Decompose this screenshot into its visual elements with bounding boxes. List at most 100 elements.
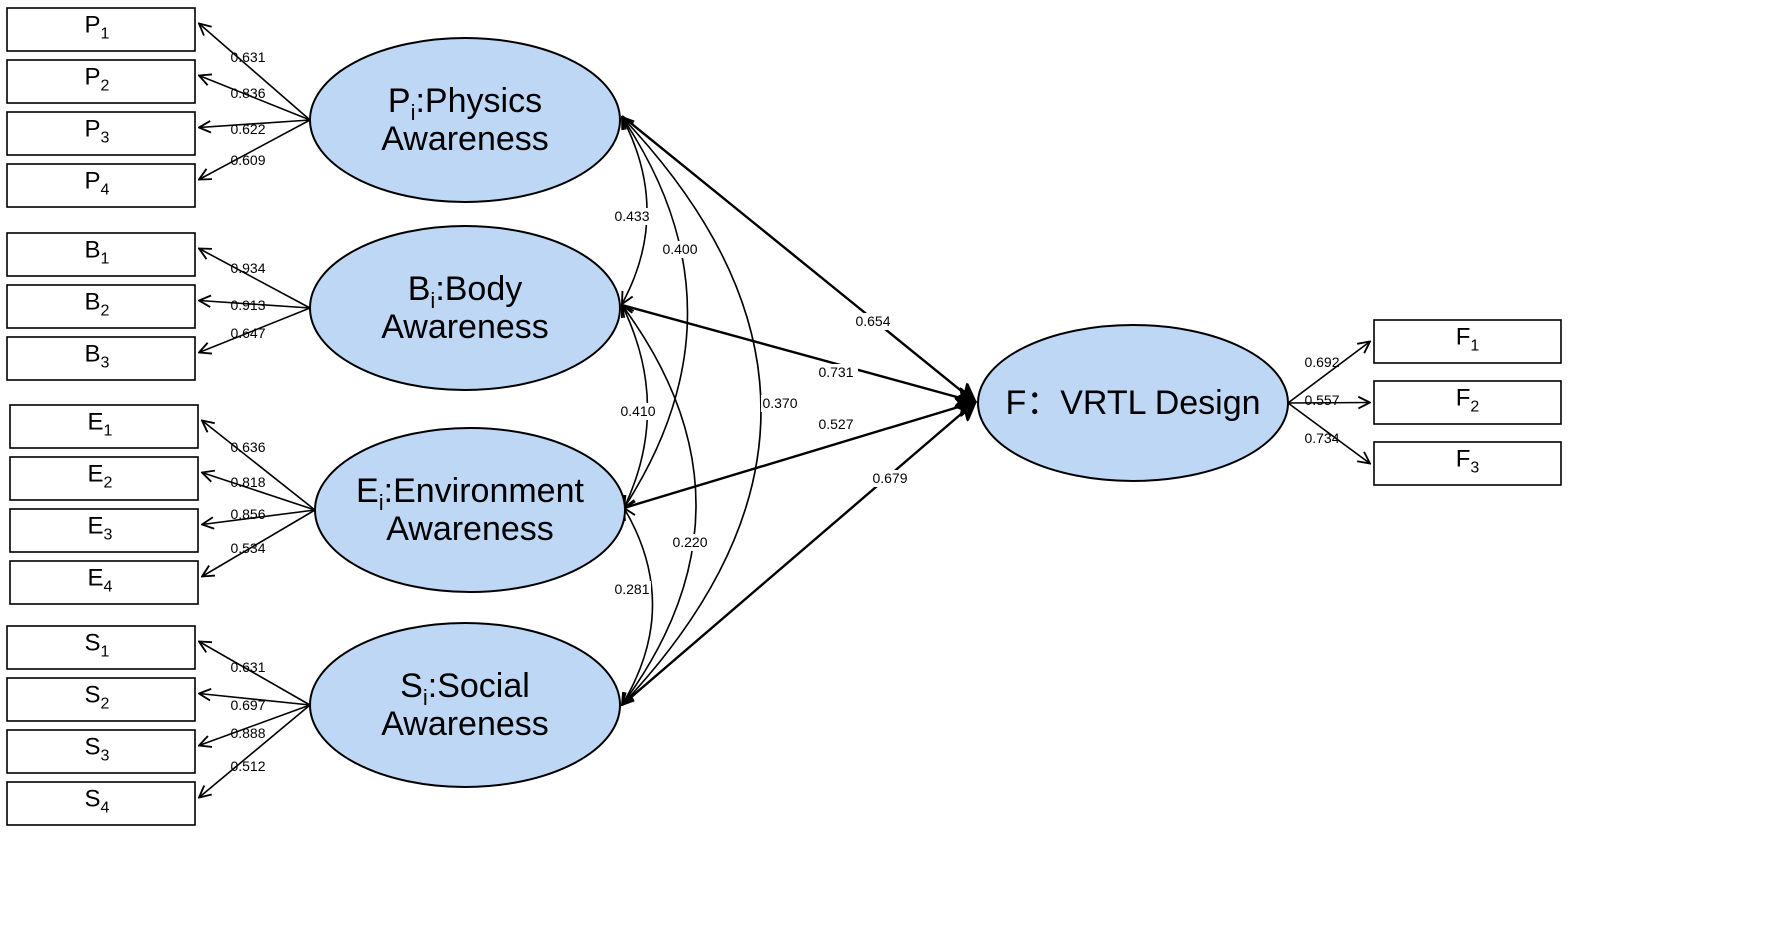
loading-arrow — [202, 473, 316, 511]
path-label-bg — [814, 364, 858, 381]
indicator-P1: P1 — [6, 7, 196, 52]
indicator-label: S2 — [85, 682, 110, 713]
loading-arrow — [202, 509, 316, 525]
loading-arrow — [199, 301, 311, 309]
latent-label-line1: Pi:Physics — [388, 82, 542, 125]
path-coefficient: 0.679 — [872, 470, 907, 486]
indicator-box — [6, 163, 196, 208]
path-B-to-F — [621, 303, 975, 402]
indicator-box — [9, 456, 199, 501]
indicator-P3: P3 — [6, 111, 196, 156]
correlation-B-S — [622, 305, 697, 705]
path-S-to-F — [621, 402, 975, 706]
latent-label-line2: Awareness — [381, 120, 549, 158]
indicator-box — [6, 7, 196, 52]
loading-arrow — [1287, 402, 1370, 464]
latent-F: F：VRTL Design — [977, 324, 1289, 482]
indicator-box — [6, 729, 196, 774]
indicator-label: E4 — [88, 565, 113, 596]
indicator-box — [6, 781, 196, 826]
latent-label-line1: Ei:Environment — [356, 472, 584, 515]
indicator-box — [9, 560, 199, 605]
loading-value: 0.631 — [230, 49, 265, 65]
indicator-B1: B1 — [6, 232, 196, 277]
latent-label: F：VRTL Design — [1005, 384, 1260, 422]
latent-label-line1: Si:Social — [400, 667, 530, 710]
path-P-to-F — [621, 115, 975, 402]
indicator-E3: E3 — [9, 508, 199, 553]
indicator-box — [6, 59, 196, 104]
indicator-label: B3 — [85, 341, 110, 372]
indicator-S2: S2 — [6, 677, 196, 722]
loading-arrow — [199, 119, 311, 180]
loading-value: 0.856 — [230, 506, 265, 522]
indicator-E4: E4 — [9, 560, 199, 605]
loading-value: 0.934 — [230, 260, 265, 276]
correlation-label-bg — [613, 581, 651, 598]
correlation-value: 0.281 — [614, 581, 649, 597]
loading-value: 0.647 — [230, 325, 265, 341]
path-label-bg — [814, 416, 858, 433]
indicator-F3: F3 — [1373, 441, 1562, 486]
indicator-label: E3 — [88, 513, 113, 544]
loading-arrow — [199, 249, 311, 309]
latent-ellipse — [309, 225, 621, 391]
path-coefficient: 0.527 — [818, 416, 853, 432]
correlation-value: 0.400 — [662, 241, 697, 257]
correlation-value: 0.433 — [614, 208, 649, 224]
loading-arrow — [199, 704, 311, 798]
loading-arrow — [202, 421, 316, 511]
labels-layer: 0.6310.8360.6220.6090.9340.9130.6470.636… — [230, 49, 1339, 774]
loading-arrow — [1287, 403, 1370, 404]
indicator-P4: P4 — [6, 163, 196, 208]
loading-value: 0.697 — [230, 697, 265, 713]
path-E-to-F — [623, 402, 975, 510]
loading-value: 0.636 — [230, 439, 265, 455]
indicator-label: F3 — [1456, 446, 1480, 477]
indicator-label: E2 — [88, 461, 113, 492]
indicator-E1: E1 — [9, 404, 199, 449]
indicator-label: S3 — [85, 734, 110, 765]
nodes-layer: P1P2P3P4B1B2B3E1E2E3E4S1S2S3S4F1F2F3Pi:P… — [6, 7, 1562, 826]
loading-value: 0.622 — [230, 121, 265, 137]
loading-arrow — [199, 694, 311, 706]
loading-arrow — [199, 76, 311, 121]
correlation-label-bg — [671, 534, 709, 551]
indicator-box — [6, 111, 196, 156]
latent-ellipse — [309, 37, 621, 203]
latent-label-line1: Bi:Body — [408, 270, 523, 313]
correlation-value: 0.220 — [672, 534, 707, 550]
indicator-P2: P2 — [6, 59, 196, 104]
loading-value: 0.609 — [230, 152, 265, 168]
indicator-box — [9, 404, 199, 449]
indicator-label: B1 — [85, 237, 110, 268]
indicator-box — [6, 232, 196, 277]
indicator-label: F2 — [1456, 385, 1480, 416]
latent-ellipse — [977, 324, 1289, 482]
indicator-label: F1 — [1456, 324, 1480, 355]
indicator-F2: F2 — [1373, 380, 1562, 425]
correlation-P-E — [622, 117, 689, 508]
indicator-S1: S1 — [6, 625, 196, 670]
indicator-label: P4 — [85, 168, 110, 199]
indicator-box — [6, 677, 196, 722]
correlation-label-bg — [761, 395, 799, 412]
correlation-label-bg — [613, 208, 651, 225]
loading-arrow — [1287, 342, 1370, 404]
correlation-label-bg — [661, 241, 699, 258]
loading-value: 0.512 — [230, 758, 265, 774]
indicator-box — [9, 508, 199, 553]
indicator-label: S1 — [85, 630, 110, 661]
loading-value: 0.913 — [230, 297, 265, 313]
indicator-E2: E2 — [9, 456, 199, 501]
indicator-box — [6, 284, 196, 329]
correlation-value: 0.370 — [762, 395, 797, 411]
path-coefficient: 0.654 — [855, 313, 890, 329]
indicator-box — [1373, 380, 1562, 425]
indicator-B2: B2 — [6, 284, 196, 329]
loading-value: 0.631 — [230, 659, 265, 675]
latent-ellipse — [309, 622, 621, 788]
